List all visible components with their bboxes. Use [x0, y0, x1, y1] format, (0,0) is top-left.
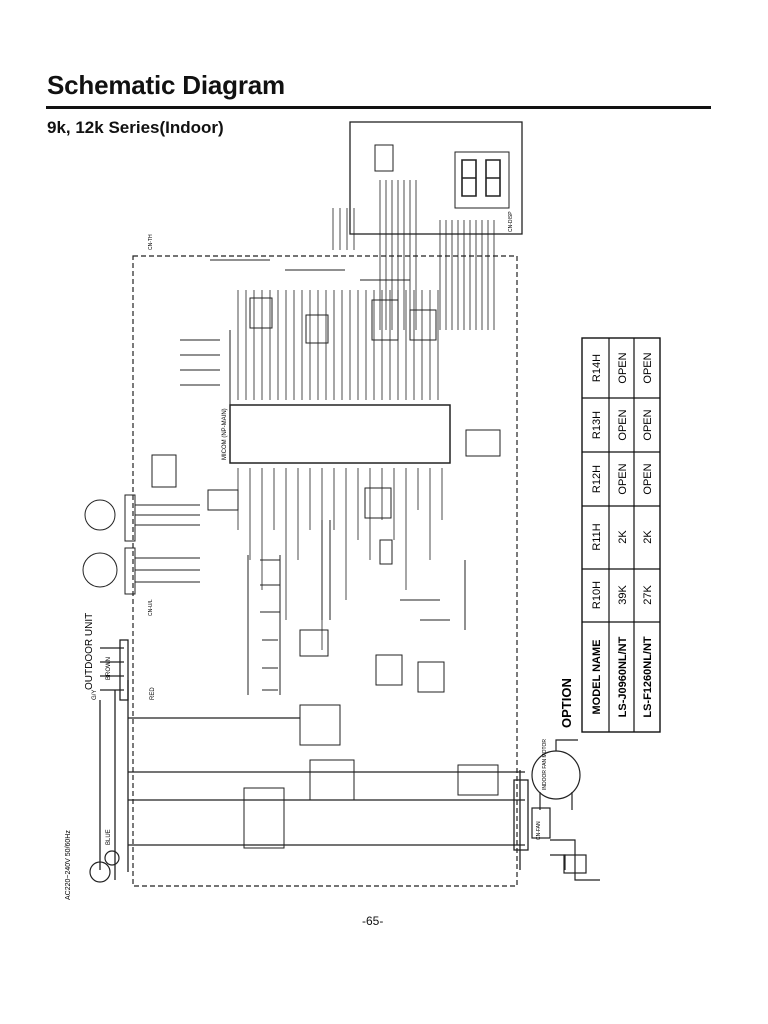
left-connectors [82, 494, 200, 595]
display-module [349, 121, 523, 235]
fan-motor-label: INDOOR FAN MOTOR [542, 739, 548, 790]
wire-label-blue: BLUE [106, 829, 112, 845]
table-cell: OPEN [642, 352, 654, 383]
table-cell: OPEN [617, 463, 629, 494]
wire-label-red: RED [150, 687, 156, 700]
table-cell: 2K [642, 530, 654, 544]
table-cell: OPEN [642, 409, 654, 440]
micom-pins [237, 290, 443, 650]
micom-chip [229, 404, 451, 464]
table-header-model: MODEL NAME [591, 640, 603, 715]
table-header-r12h: R12H [591, 465, 603, 493]
micom-label: MICOM (NP-MAIN) [222, 408, 228, 460]
page-number: -65- [362, 914, 384, 928]
connector-label-disp: CN-DISP [508, 211, 514, 232]
title-rule [46, 106, 711, 109]
table-cell: OPEN [617, 409, 629, 440]
table-cell: LS-J0960NL/NT [617, 636, 629, 717]
table-header-r10h: R10H [591, 581, 603, 609]
power-plug [89, 850, 120, 883]
connector-label-ul: CN-U/L [148, 599, 154, 616]
connector-label-fan: CN-FAN [536, 821, 542, 840]
table-header-r13h: R13H [591, 411, 603, 439]
fan-motor [531, 739, 600, 881]
table-cell: LS-F1260NL/NT [642, 636, 654, 718]
page-subtitle: 9k, 12k Series(Indoor) [47, 118, 224, 137]
page-title: Schematic Diagram [47, 70, 285, 100]
power-bus [99, 639, 529, 880]
seven-segment-display [454, 151, 510, 209]
display-wires [332, 180, 495, 330]
wire-label-gy: G/Y [92, 690, 98, 700]
passive-components [180, 259, 466, 695]
table-cell: 39K [617, 585, 629, 605]
power-label: AC220~240V 50/60Hz [65, 830, 72, 900]
table-header-r14h: R14H [591, 354, 603, 382]
table-cell: OPEN [617, 352, 629, 383]
table-cell: 2K [617, 530, 629, 544]
table-cell: 27K [642, 585, 654, 605]
outdoor-unit-label: OUTDOOR UNIT [84, 613, 95, 690]
wire-label-brown: BROWN [106, 657, 112, 680]
option-label: OPTION [559, 678, 574, 728]
table-cell: OPEN [642, 463, 654, 494]
pcb-outline [132, 255, 518, 887]
components [151, 297, 501, 849]
connector-label-th: CN-TH [148, 234, 154, 250]
table-header-r11h: R11H [591, 523, 603, 550]
option-table: MODEL NAME R10H R11H R12H R13H R14H LS-J… [581, 337, 661, 733]
